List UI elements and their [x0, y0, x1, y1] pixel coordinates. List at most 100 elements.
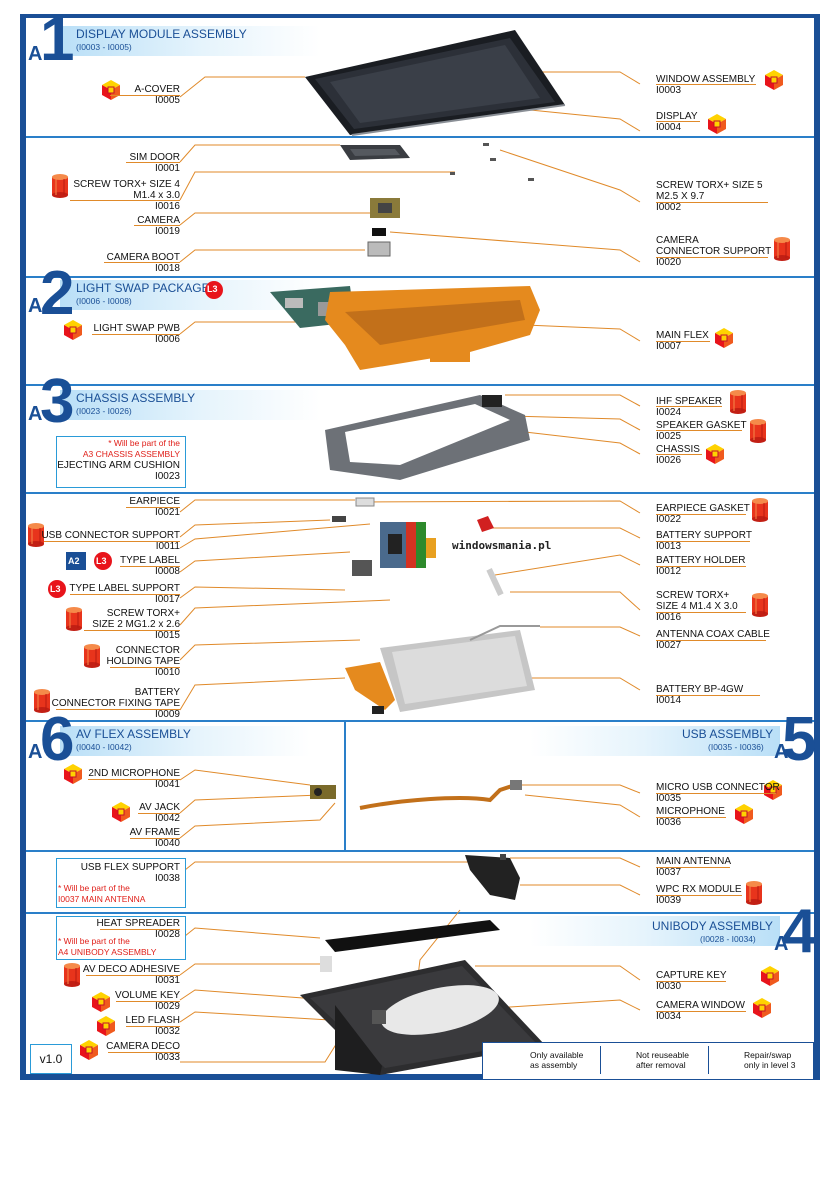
leader-underline — [70, 594, 180, 595]
leader-underline — [86, 975, 180, 976]
note-usbflex — [56, 858, 186, 908]
leader-underline — [84, 630, 180, 631]
assembly-icon — [79, 1039, 99, 1061]
leader-underline — [656, 1011, 746, 1012]
not-reusable-icon — [63, 962, 81, 988]
assembly-icon — [63, 763, 83, 785]
legend-separator — [708, 1046, 709, 1074]
leader-underline — [656, 257, 768, 258]
leader-underline — [116, 1001, 180, 1002]
not-reusable-icon — [33, 688, 51, 714]
legend-box — [482, 1042, 814, 1080]
leader-underline — [656, 895, 742, 896]
divider-7 — [26, 912, 814, 914]
assembly-icon — [63, 319, 83, 341]
leader-underline — [100, 929, 180, 930]
leader-underline — [656, 793, 776, 794]
av-jack-illustration — [310, 785, 336, 799]
not-reusable-icon — [83, 643, 101, 669]
leader-underline — [656, 341, 710, 342]
leader-underline — [126, 507, 180, 508]
leader-underline — [656, 406, 722, 407]
divider-av-usb — [344, 722, 346, 850]
chassis-illustration — [325, 395, 530, 480]
assembly-icon — [705, 443, 725, 465]
not-reusable-icon — [51, 173, 69, 199]
section-code: (I0040 - I0042) — [76, 742, 132, 752]
screws-illustration — [450, 143, 534, 181]
leader-underline — [126, 1026, 180, 1027]
l3-badge-text: L3 — [96, 556, 107, 566]
assembly-icon — [734, 803, 754, 825]
section-letter: A — [774, 741, 789, 763]
leader-underline — [656, 695, 760, 696]
section-code: (I0023 - I0026) — [76, 406, 132, 416]
leader-underline — [656, 84, 756, 85]
leader-underline — [656, 981, 726, 982]
leader-underline — [56, 709, 180, 710]
banner-s1 — [60, 26, 320, 56]
not-reusable-icon — [773, 236, 791, 262]
leader-underline — [656, 514, 746, 515]
note-heat — [56, 916, 186, 960]
leader-underline — [656, 867, 730, 868]
divider-2 — [26, 276, 814, 278]
leader-underline — [656, 121, 700, 122]
leader-underline — [656, 566, 746, 567]
banner-s4 — [530, 916, 780, 946]
battery-support-illustration — [477, 516, 504, 596]
a2-badge-text: A2 — [68, 556, 80, 566]
l3-badge-text: L3 — [50, 584, 61, 594]
assembly-icon — [764, 69, 784, 91]
type-label-illustration — [352, 522, 436, 576]
leader-underline — [104, 262, 180, 263]
leader-underline — [108, 1052, 180, 1053]
version-box: v1.0 — [30, 1044, 72, 1074]
section-letter: A — [28, 741, 43, 763]
leader-underline — [134, 225, 180, 226]
leader-underline — [656, 640, 766, 641]
section-number: 1 — [40, 5, 75, 74]
version-text: v1.0 — [39, 1052, 63, 1066]
not-reusable-icon — [751, 497, 769, 523]
section-number: 4 — [782, 897, 817, 966]
section-code: (I0028 - I0034) — [700, 934, 756, 944]
assembly-icon — [111, 801, 131, 823]
divider-4 — [26, 492, 814, 494]
assembly-icon — [760, 965, 780, 987]
display-module-illustration — [305, 30, 566, 136]
leader-underline — [92, 334, 180, 335]
banner-s6 — [60, 726, 310, 756]
section-number: 2 — [40, 259, 75, 328]
assembly-icon — [752, 997, 772, 1019]
sim-door-illustration — [340, 145, 410, 160]
